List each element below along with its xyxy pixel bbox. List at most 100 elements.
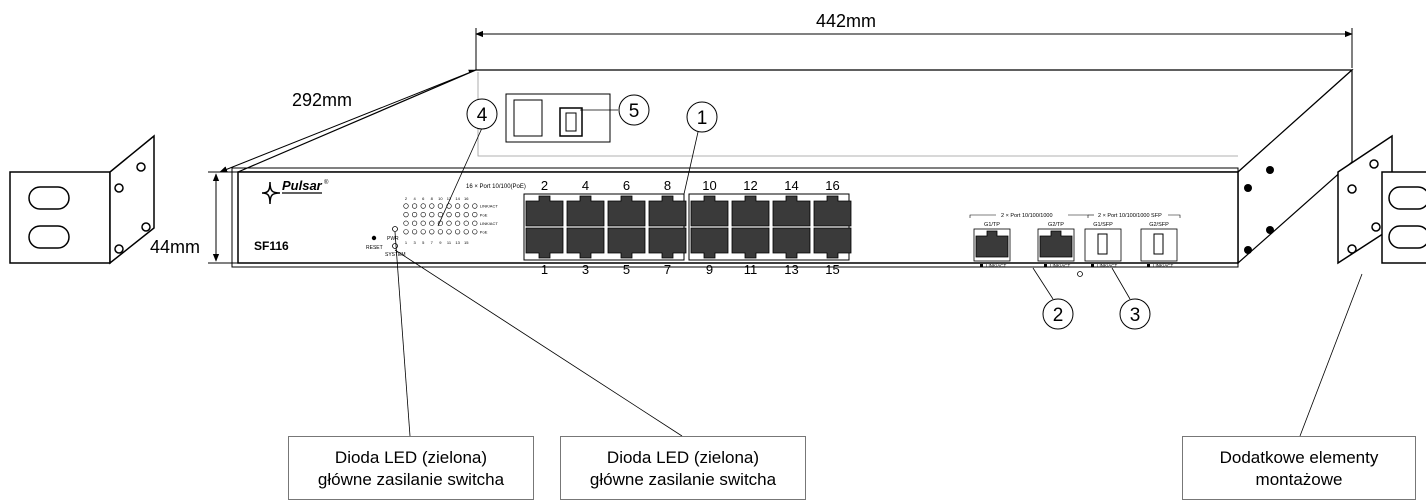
- status-led: [463, 229, 469, 235]
- uplink-ports: G1/TPLINK/ACTG2/TPLINK/ACTG1/SFPLINK/ACT…: [973, 222, 1178, 268]
- status-led: [455, 203, 461, 209]
- right-mounting-bracket: [1337, 134, 1426, 265]
- status-led: [472, 229, 478, 235]
- rj45-port[interactable]: [607, 195, 646, 227]
- rj45-port[interactable]: [813, 195, 852, 227]
- brand-name: Pulsar: [282, 178, 323, 193]
- status-led: [455, 229, 461, 235]
- uplink-center-screw: [1077, 271, 1083, 277]
- poe-port-header: 16 × Port 10/100(PoE): [466, 184, 526, 190]
- rj45-port[interactable]: [731, 195, 770, 227]
- rj45-port[interactable]: [648, 195, 687, 227]
- led-number-top: 8: [431, 196, 434, 201]
- port-number-bottom: 3: [582, 262, 589, 277]
- power-socket: [505, 93, 611, 143]
- status-led: [420, 229, 426, 235]
- rj45-port[interactable]: [566, 195, 605, 227]
- uplink-status-led: [1044, 264, 1047, 267]
- callout-line1: Dioda LED (zielona): [606, 448, 760, 467]
- rj45-port[interactable]: [690, 227, 729, 259]
- status-led: [429, 220, 435, 226]
- chassis: [231, 68, 1354, 268]
- side-mounting-holes: [1244, 166, 1274, 254]
- port-number-top: 10: [702, 178, 716, 193]
- led-number-top: 12: [447, 196, 452, 201]
- rj45-port[interactable]: [772, 227, 811, 259]
- status-led: [463, 212, 469, 218]
- uplink-header-brackets: [969, 214, 1181, 218]
- pulsar-logo-icon: [261, 181, 281, 205]
- status-led: [455, 220, 461, 226]
- status-led: [472, 203, 478, 209]
- leader-lines: [394, 109, 1363, 437]
- marker-4: 4: [466, 98, 498, 130]
- port-number-bottom: 5: [623, 262, 630, 277]
- led-number-top: 10: [438, 196, 443, 201]
- marker-3: 3: [1119, 298, 1151, 330]
- reset-button[interactable]: [371, 235, 377, 241]
- rj45-port[interactable]: [690, 195, 729, 227]
- marker-5: 5: [618, 94, 650, 126]
- sfp-slot[interactable]: [1097, 233, 1108, 255]
- rj45-port[interactable]: [525, 195, 564, 227]
- gigabit-rj45-port[interactable]: [975, 230, 1009, 258]
- status-led: [403, 220, 409, 226]
- sfp-slot[interactable]: [1153, 233, 1164, 255]
- callout-line1: Dioda LED (zielona): [334, 448, 488, 467]
- led-number-bottom: 11: [447, 240, 452, 245]
- port-number-top: 2: [541, 178, 548, 193]
- status-led: [420, 220, 426, 226]
- led-number-bottom: 13: [455, 240, 460, 245]
- port-number-bottom: 11: [744, 262, 758, 277]
- pwr-led: [392, 226, 398, 232]
- status-led: [403, 229, 409, 235]
- callout-line2: główne zasilanie switcha: [589, 470, 777, 489]
- led-row-label: PoE: [480, 212, 488, 217]
- model-label: SF116: [254, 239, 289, 253]
- system-led: [392, 243, 398, 249]
- rj45-port[interactable]: [525, 227, 564, 259]
- uplink-status-led: [1091, 264, 1094, 267]
- status-led: [412, 220, 418, 226]
- status-led: [412, 229, 418, 235]
- gigabit-tp-header: 2 × Port 10/100/1000: [1001, 213, 1053, 219]
- rj45-port[interactable]: [813, 227, 852, 259]
- uplink-label: G2/SFP: [1149, 222, 1169, 228]
- svg-text:3: 3: [1130, 305, 1141, 326]
- led-number-bottom: 1: [405, 240, 408, 245]
- rj45-port[interactable]: [772, 195, 811, 227]
- status-led: [472, 220, 478, 226]
- status-led: [446, 229, 452, 235]
- led-row-label: LINK/ACT: [480, 204, 499, 209]
- rj45-port[interactable]: [648, 227, 687, 259]
- marker-1: 1: [686, 101, 718, 133]
- width-dimension: 442mm: [816, 11, 876, 31]
- status-led: [403, 212, 409, 218]
- status-led: [446, 212, 452, 218]
- led-number-top: 14: [455, 196, 460, 201]
- port-number-top: 8: [664, 178, 671, 193]
- led-number-top: 4: [413, 196, 416, 201]
- gigabit-rj45-port[interactable]: [1039, 230, 1073, 258]
- uplink-status-label: LINK/ACT: [986, 263, 1007, 268]
- led-row-label: PoE: [480, 230, 488, 235]
- rj45-port[interactable]: [566, 227, 605, 259]
- marker-2: 2: [1042, 298, 1074, 330]
- reset-label: RESET: [366, 245, 383, 251]
- led-number-bottom: 7: [431, 240, 434, 245]
- status-led: [429, 212, 435, 218]
- led-row-label: LINK/ACT: [480, 221, 499, 226]
- depth-dimension: 292mm: [292, 90, 352, 110]
- uplink-status-led: [1147, 264, 1150, 267]
- rj45-port[interactable]: [607, 227, 646, 259]
- left-mounting-bracket: [9, 134, 155, 265]
- status-led: [437, 203, 444, 209]
- status-led: [420, 212, 426, 218]
- rj45-port-block: [523, 193, 852, 261]
- status-led: [455, 212, 461, 218]
- status-led: [420, 203, 426, 209]
- height-dimension: 44mm: [150, 237, 200, 257]
- rj45-port[interactable]: [731, 227, 770, 259]
- svg-text:2: 2: [1053, 305, 1064, 326]
